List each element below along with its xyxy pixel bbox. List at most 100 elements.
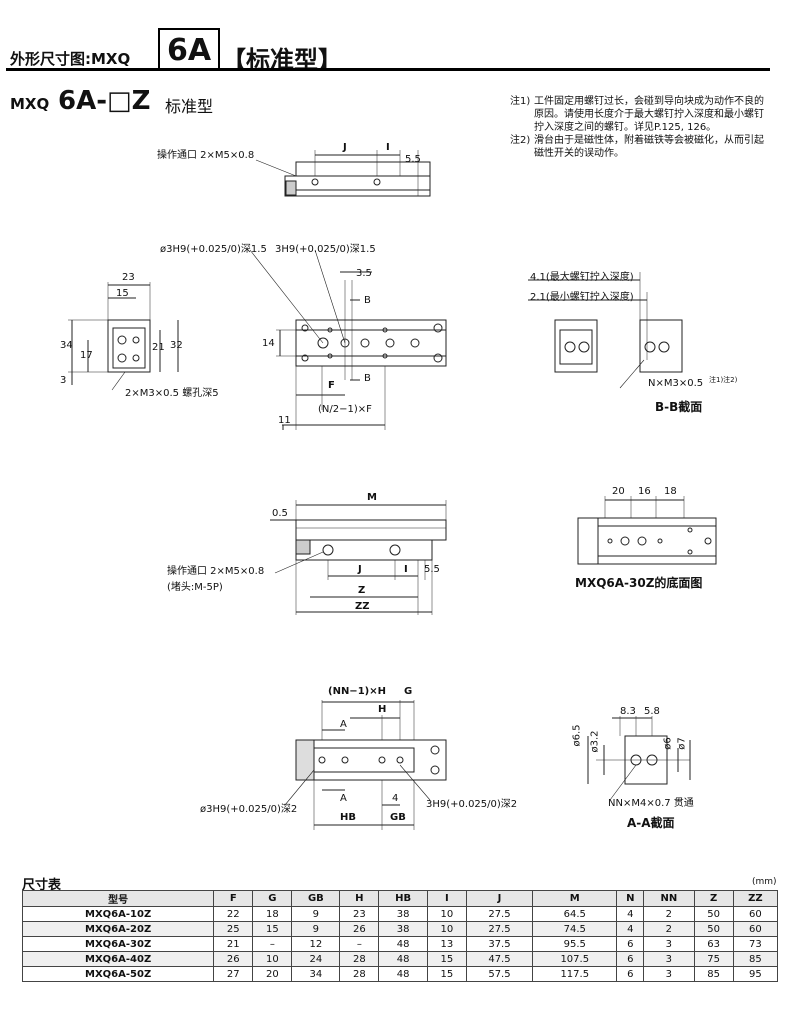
aa-58: 5.8 — [644, 706, 660, 717]
technical-drawing — [68, 150, 717, 830]
table-cell: 50 — [693, 906, 734, 922]
table-header-row: 型号 F G GB H HB I J M N NN Z ZZ — [21, 890, 779, 907]
table-cell: 28 — [339, 966, 380, 982]
table-cell: 13 — [426, 936, 467, 952]
dim-14: 14 — [262, 338, 275, 349]
table-cell: 37.5 — [465, 936, 534, 952]
table-header: M — [532, 890, 618, 907]
table-cell: 18 — [252, 906, 293, 922]
table-cell: 3 — [643, 951, 695, 967]
mid-j-dim: J — [358, 564, 362, 575]
low-g-dim: G — [404, 686, 413, 697]
note-1: 注1) 工件固定用螺钉过长，会碰到导向块成为动作不良的原因。请使用长度介于最大螺… — [510, 95, 772, 134]
bb-note: 注1)注2) — [709, 376, 738, 384]
dim-11: 11 — [278, 415, 291, 426]
table-cell: 27 — [213, 966, 254, 982]
table-cell-model: MXQ6A-10Z — [21, 906, 215, 922]
table-header: G — [252, 890, 293, 907]
header-rule — [6, 68, 770, 71]
table-cell: 48 — [378, 966, 428, 982]
dim-35: 3.5 — [356, 268, 372, 279]
table-cell: 10 — [426, 921, 467, 937]
note-2-num: 注2) — [510, 135, 531, 146]
table-cell: 3 — [643, 966, 695, 982]
left-21: 21 — [152, 342, 165, 353]
table-cell-model: MXQ6A-40Z — [21, 951, 215, 967]
aa-32: ø3.2 — [589, 730, 601, 753]
table-cell: 10 — [252, 951, 293, 967]
bottom-16: 16 — [638, 486, 651, 497]
table-cell: 75 — [693, 951, 734, 967]
aa-7: ø7 — [676, 737, 688, 750]
b-upper: B — [364, 295, 371, 306]
table-cell-model: MXQ6A-50Z — [21, 966, 215, 982]
table-cell: 3 — [643, 936, 695, 952]
table-cell: 21 — [213, 936, 254, 952]
table-cell: 34 — [291, 966, 341, 982]
bottom-title: MXQ6A-30Z的底面图 — [575, 576, 703, 590]
low-a2: A — [340, 793, 347, 804]
subtitle-type: 标准型 — [165, 97, 214, 116]
table-cell: 12 — [291, 936, 341, 952]
table-cell: 64.5 — [532, 906, 618, 922]
mid-05-dim: 0.5 — [272, 508, 288, 519]
bb-nm-label: N×M3×0.5 — [648, 378, 704, 389]
subtitle-series: MXQ — [10, 95, 50, 113]
table-cell: 85 — [732, 951, 779, 967]
hole-label-2: 3H9(+0.025/0)深1.5 — [275, 244, 376, 255]
nf-formula: (N/2−1)×F — [318, 404, 372, 415]
table-cell: 15 — [426, 966, 467, 982]
table-header: J — [465, 890, 534, 907]
table-cell: 6 — [616, 936, 645, 952]
table-cell: 117.5 — [532, 966, 618, 982]
low-4: 4 — [392, 793, 399, 804]
table-cell: 26 — [339, 921, 380, 937]
dimension-table: 型号 F G GB H HB I J M N NN Z ZZ MXQ6A-10Z… — [21, 890, 779, 982]
table-cell: 48 — [378, 936, 428, 952]
aa-title: A-A截面 — [627, 816, 675, 830]
middle-side-view — [270, 500, 447, 615]
bb-section — [528, 272, 683, 389]
table-header: 型号 — [21, 890, 215, 907]
left-end-view — [68, 282, 179, 391]
left-32: 32 — [170, 340, 183, 351]
low-a1: A — [340, 719, 347, 730]
low-gb-dim: GB — [390, 812, 406, 823]
table-cell: – — [339, 936, 380, 952]
bottom-20: 20 — [612, 486, 625, 497]
table-header: Z — [693, 890, 734, 907]
note-1-num: 注1) — [510, 96, 531, 107]
table-cell: 63 — [693, 936, 734, 952]
table-cell: – — [252, 936, 293, 952]
table-cell: 2 — [643, 921, 695, 937]
table-cell: 9 — [291, 921, 341, 937]
bb-min-label: 2.1(最小螺钉拧入深度) — [530, 292, 634, 303]
table-header: H — [339, 890, 380, 907]
mid-port-label: 操作通口 2×M5×0.8 — [167, 566, 265, 577]
mid-m-dim: M — [367, 492, 377, 503]
table-cell: 22 — [213, 906, 254, 922]
notes: 注1) 工件固定用螺钉过长，会碰到导向块成为动作不良的原因。请使用长度介于最大螺… — [510, 95, 772, 160]
low-hole-1: ø3H9(+0.025/0)深2 — [200, 804, 298, 815]
note-2-text: 滑台由于是磁性体，附着磁铁等会被磁化，从而引起磁性开关的误动作。 — [534, 135, 764, 159]
table-cell: 27.5 — [465, 906, 534, 922]
note-2: 注2) 滑台由于是磁性体，附着磁铁等会被磁化，从而引起磁性开关的误动作。 — [510, 134, 772, 160]
lower-plan-view — [284, 700, 447, 830]
table-header: ZZ — [732, 890, 779, 907]
mid-i-dim: I — [404, 564, 408, 575]
table-cell: 23 — [339, 906, 380, 922]
table-cell: 6 — [616, 966, 645, 982]
table-cell: 10 — [426, 906, 467, 922]
mid-plug-label: (堵头:M-5P) — [167, 582, 223, 593]
top-plan-view — [249, 249, 447, 430]
aa-section — [587, 716, 691, 801]
table-cell: 48 — [378, 951, 428, 967]
table-cell: 74.5 — [532, 921, 618, 937]
table-cell: 20 — [252, 966, 293, 982]
subtitle-model: 6A-□Z — [58, 86, 151, 116]
table-header: HB — [378, 890, 428, 907]
